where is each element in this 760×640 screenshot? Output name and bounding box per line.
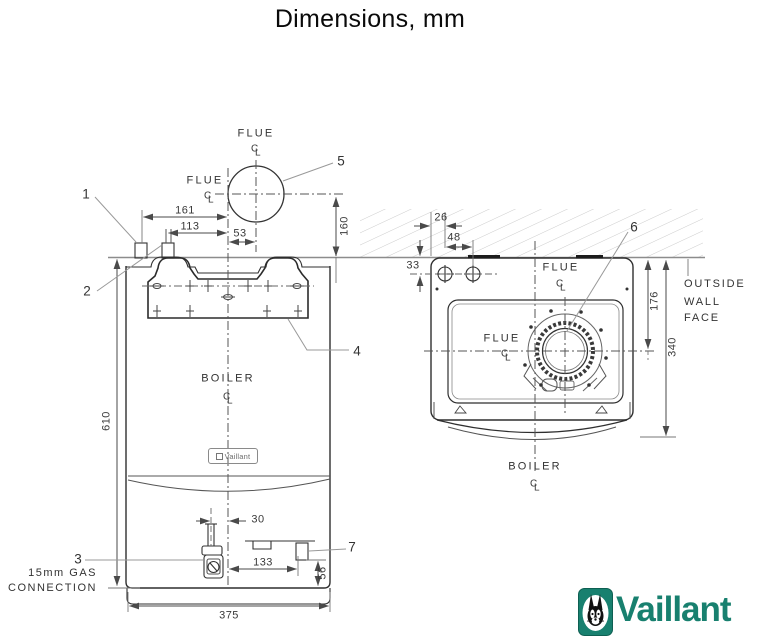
plan-flue-top-label: FLUE bbox=[542, 261, 580, 274]
condensate-tray bbox=[245, 540, 315, 561]
gas-connection-note-line2: CONNECTION bbox=[8, 582, 97, 594]
dim-53: 53 bbox=[233, 227, 247, 240]
plan-flue-side-label: FLUE bbox=[483, 332, 521, 345]
plan-view-dimensions bbox=[414, 212, 689, 438]
badge-brand-text: Vaillant bbox=[224, 451, 251, 461]
dim-340: 340 bbox=[666, 337, 679, 357]
mounting-bracket bbox=[147, 257, 309, 319]
dim-48: 48 bbox=[447, 231, 461, 244]
dim-33: 33 bbox=[406, 259, 420, 272]
plan-centerlines bbox=[424, 241, 654, 473]
dim-375: 375 bbox=[219, 609, 239, 622]
callout-5: 5 bbox=[337, 153, 345, 169]
front-view-dimensions bbox=[108, 197, 340, 612]
dim-610: 610 bbox=[100, 411, 113, 431]
callout-2: 2 bbox=[83, 283, 91, 299]
dim-30: 30 bbox=[251, 513, 265, 526]
outside-wall-face-line2: WALL bbox=[684, 296, 721, 308]
dim-133: 133 bbox=[253, 556, 273, 569]
wall-pad bbox=[576, 255, 603, 259]
wall-hatching bbox=[360, 209, 703, 257]
gas-valve bbox=[201, 508, 224, 579]
front-centerlines bbox=[215, 160, 346, 587]
gas-connection-note-line1: 15mm GAS bbox=[28, 567, 97, 579]
flue-clip-2 bbox=[161, 242, 175, 259]
plan-view bbox=[410, 241, 654, 473]
front-boiler-label: BOILER bbox=[201, 372, 255, 385]
callout-7: 7 bbox=[348, 539, 356, 555]
callout-6: 6 bbox=[630, 219, 638, 235]
front-extension-lines bbox=[108, 210, 337, 612]
fixing-holes bbox=[410, 265, 500, 283]
plan-boiler-label: BOILER bbox=[508, 460, 562, 473]
flue-bolt-dots bbox=[523, 309, 608, 387]
flue-clip-1 bbox=[134, 242, 148, 259]
vaillant-logo-text: Vaillant bbox=[616, 590, 732, 629]
plan-extension-lines bbox=[430, 212, 689, 438]
outside-wall-face-line3: FACE bbox=[684, 312, 720, 324]
wall-pad bbox=[468, 255, 500, 259]
vaillant-hare-icon bbox=[578, 588, 613, 636]
callout-1: 1 bbox=[82, 186, 90, 202]
callout-3: 3 bbox=[74, 551, 82, 567]
page-title: Dimensions, mm bbox=[274, 5, 466, 33]
dim-160: 160 bbox=[338, 216, 351, 236]
front-flue-side-label: FLUE bbox=[186, 174, 224, 187]
callout-leaders bbox=[85, 162, 629, 561]
outside-wall-face-line1: OUTSIDE bbox=[684, 278, 746, 290]
boiler-front-badge: Vaillant bbox=[208, 448, 258, 464]
callout-4: 4 bbox=[353, 343, 361, 359]
dim-161: 161 bbox=[175, 204, 195, 217]
badge-logo-icon bbox=[215, 452, 223, 460]
dim-56: 56 bbox=[316, 566, 329, 580]
bracket-fixing-marks bbox=[142, 280, 314, 317]
front-flue-top-label: FLUE bbox=[237, 127, 275, 140]
dim-26: 26 bbox=[434, 211, 448, 224]
dim-176: 176 bbox=[648, 291, 661, 311]
vaillant-logo: Vaillant bbox=[578, 588, 732, 636]
dim-113: 113 bbox=[180, 220, 200, 233]
